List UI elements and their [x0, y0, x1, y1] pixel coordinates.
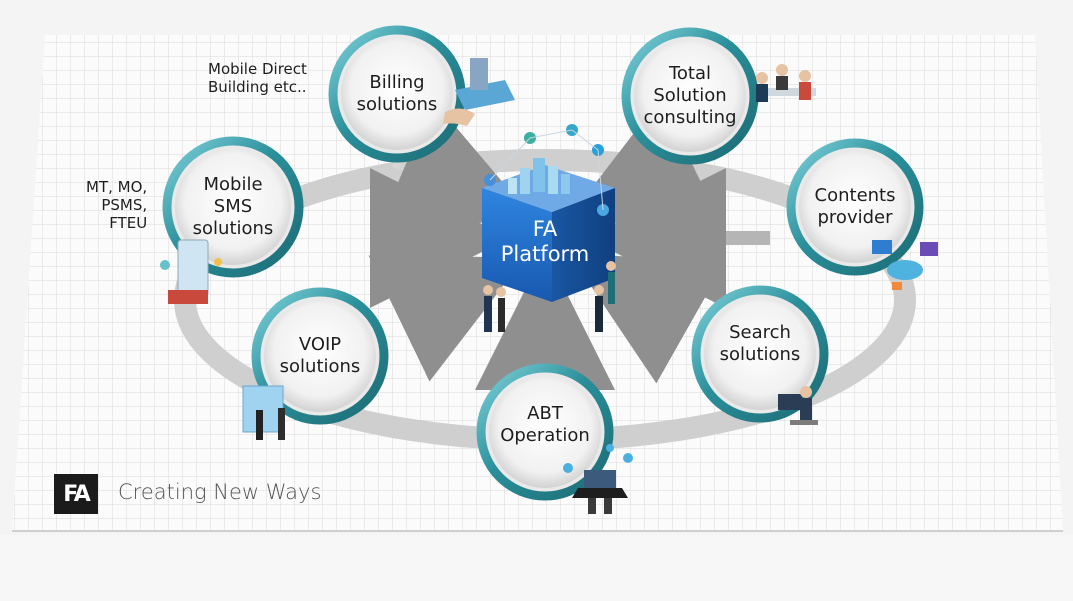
- abt-operation-label: ABT Operation: [500, 403, 590, 446]
- mobile-sms-label: Mobile SMS solutions: [192, 174, 274, 239]
- voip-label: VOIP solutions: [279, 334, 361, 377]
- arrow-voip: [368, 255, 526, 382]
- fa-platform-cube: [482, 124, 615, 302]
- billing-hand-phone-icon: [443, 58, 515, 126]
- voip-node: [251, 287, 389, 425]
- abt-laptop-person-icon: [563, 444, 633, 514]
- total-solution-label: Total Solution consulting: [643, 63, 737, 128]
- meeting-people-icon: [756, 64, 816, 102]
- fa-platform-label: FA Platform: [500, 217, 590, 266]
- business-people-illustration: [483, 261, 616, 332]
- billing-node: [328, 25, 466, 163]
- arrow-search: [569, 253, 726, 384]
- bottom-band: [0, 535, 1073, 601]
- contents-devices-icon: [872, 240, 938, 290]
- sms-note: MT, MO, PSMS, FTEU: [86, 178, 148, 232]
- flow-arrows: [318, 98, 770, 390]
- billing-note: Mobile Direct Building etc..: [208, 60, 307, 96]
- abt-node: [476, 363, 614, 501]
- node-circles: [162, 25, 924, 501]
- sms-hand-phone-icon: [160, 239, 222, 304]
- contents-provider-label: Contents provider: [814, 185, 896, 228]
- total-node: [621, 27, 759, 165]
- search-node: [691, 285, 829, 423]
- mobile-sms-node: [162, 136, 304, 278]
- billing-label: Billing solutions: [356, 72, 438, 115]
- search-label: Search solutions: [719, 322, 801, 365]
- voip-phone-people-icon: [242, 385, 285, 440]
- decorative-illustrations: [160, 58, 938, 514]
- tagline: Creating New Ways: [118, 480, 322, 504]
- search-desk-person-icon: [778, 386, 818, 425]
- fa-logo: FA: [54, 474, 98, 514]
